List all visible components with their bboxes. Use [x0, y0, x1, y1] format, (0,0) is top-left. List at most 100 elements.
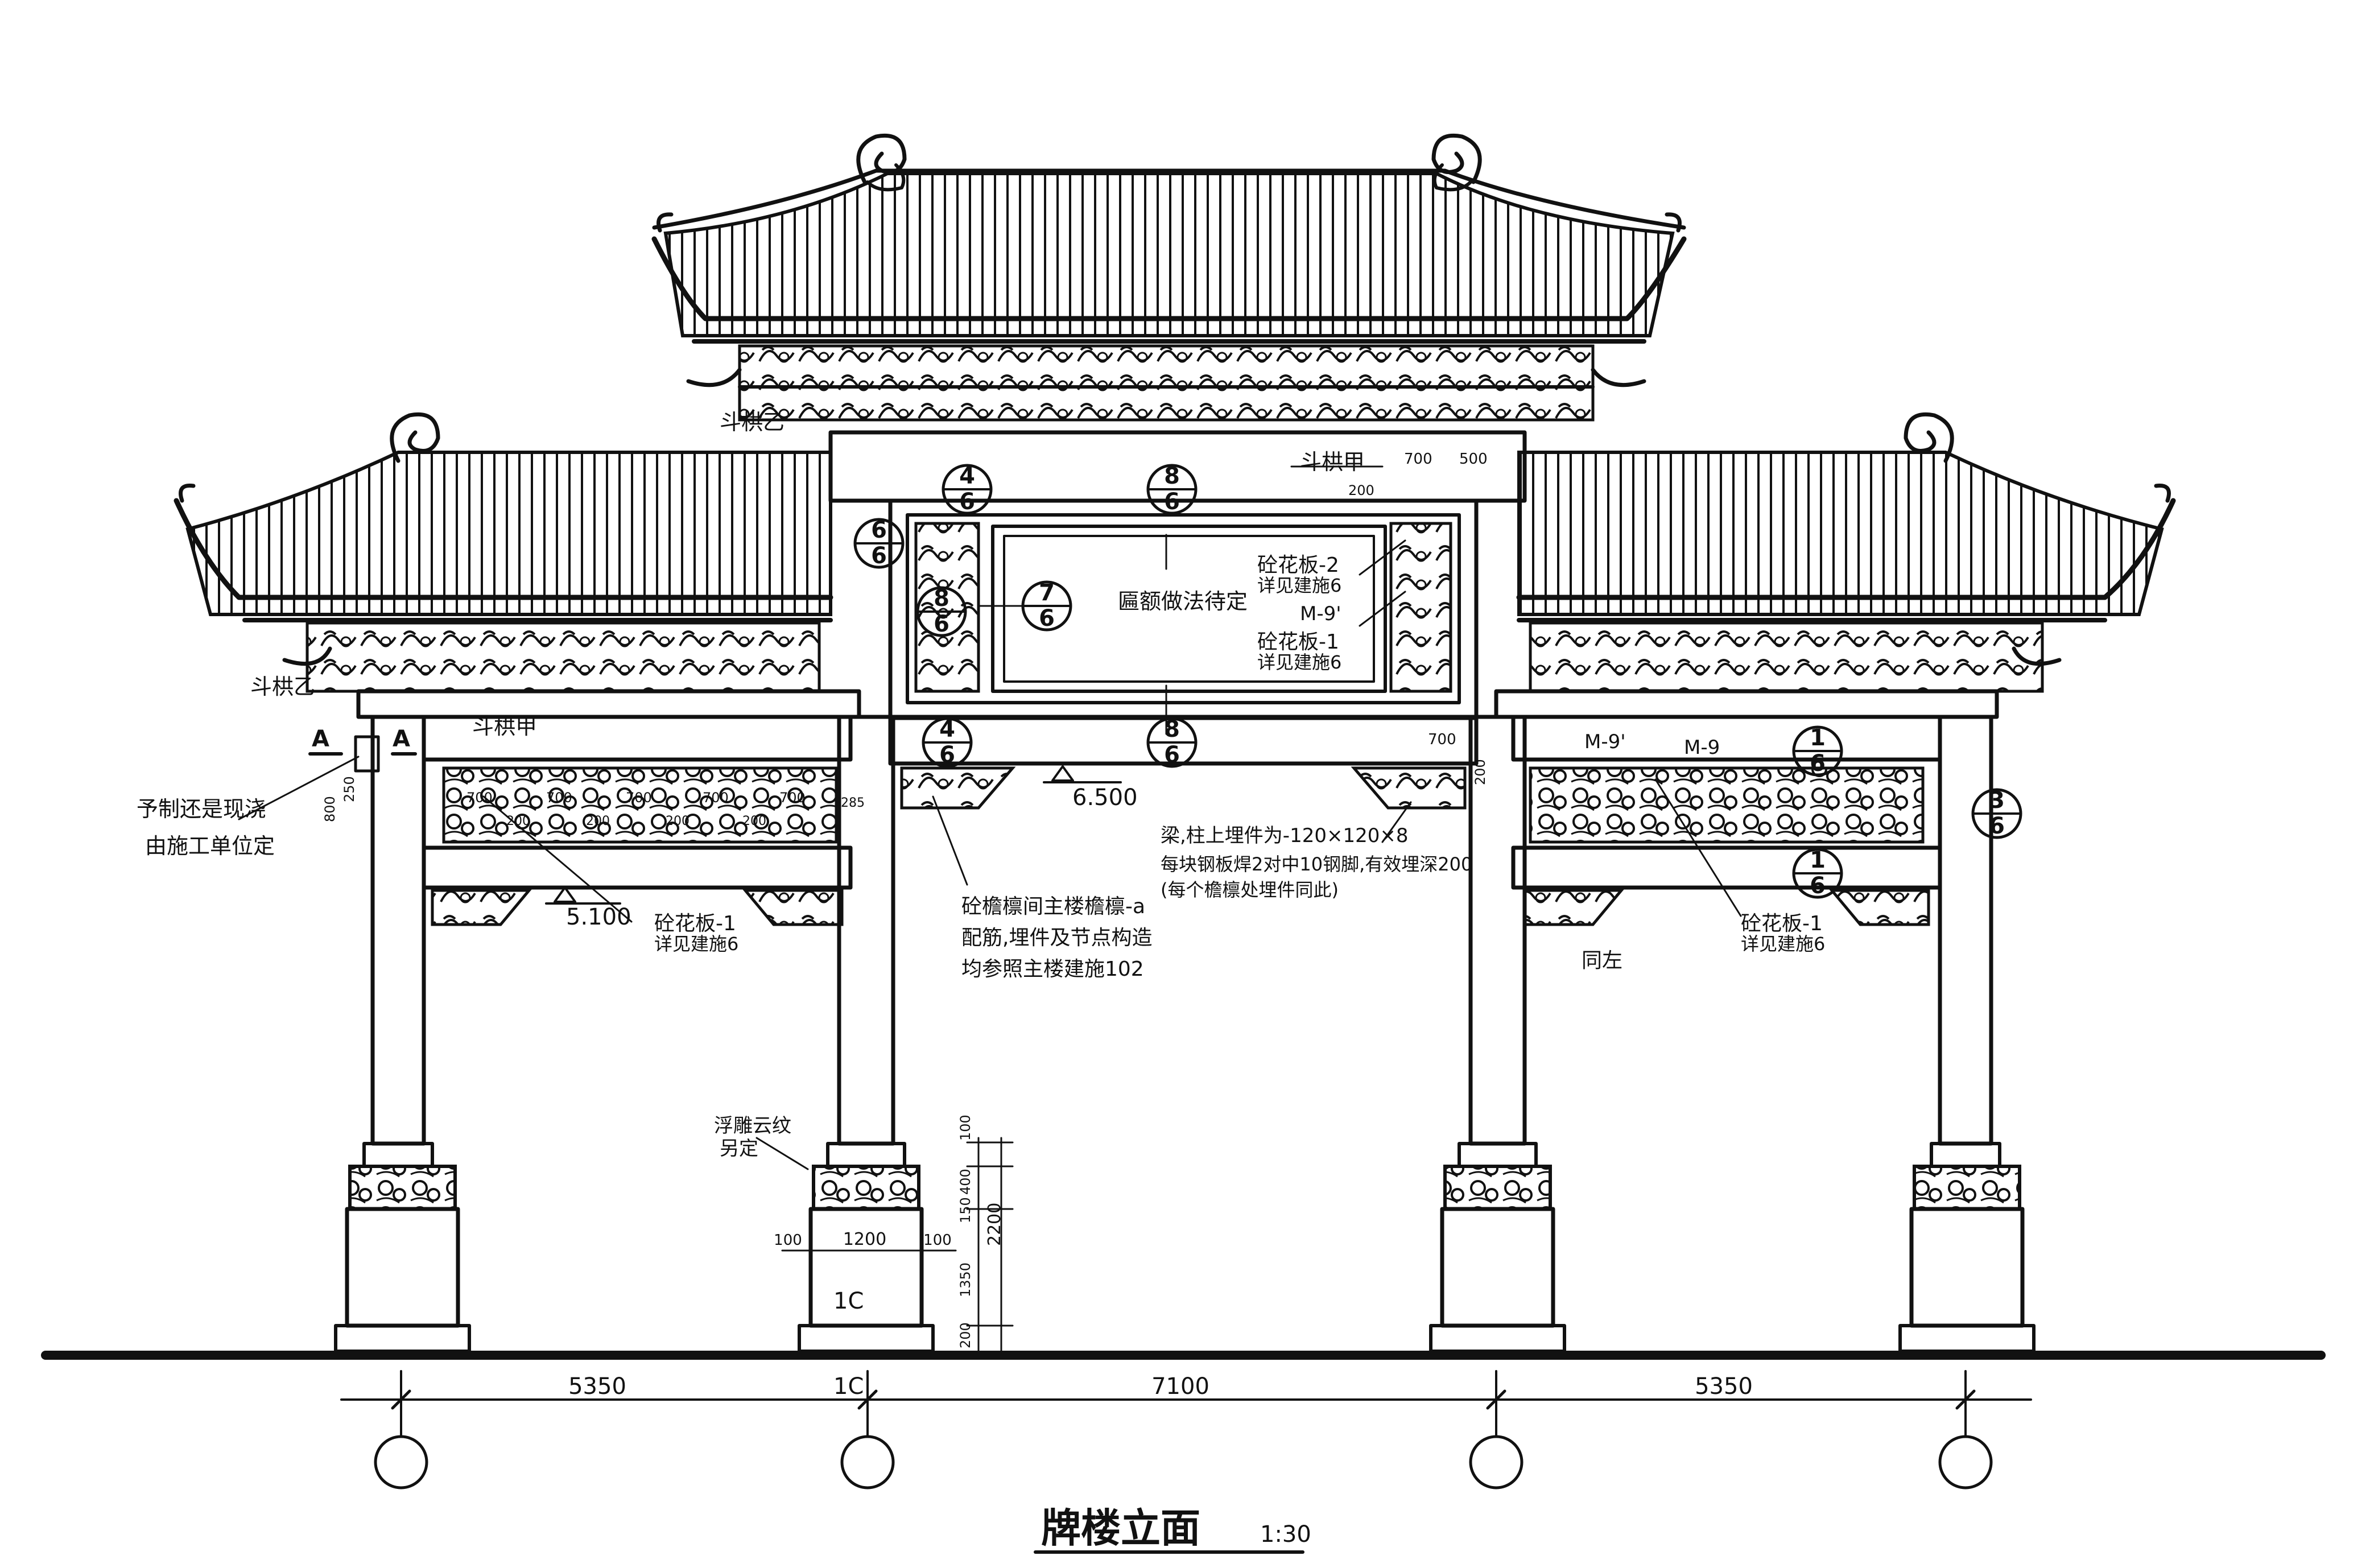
detail-callout: 8 6 — [1146, 463, 1198, 515]
column-1 — [334, 715, 471, 1353]
label-carved-panel-2: 砼花板-2 — [1257, 554, 1339, 577]
axis-bubbles — [374, 1435, 1993, 1489]
left-roof-ridge-ornament — [390, 412, 440, 463]
column-4 — [1898, 715, 2036, 1353]
main-roof — [651, 168, 1687, 344]
dim-right-small: 200 — [1472, 759, 1488, 785]
left-spandrels — [431, 889, 844, 926]
label-m9-right-a: M-9' — [1584, 731, 1626, 753]
left-roof — [174, 451, 833, 622]
dim-panel-gap-3: 200 — [666, 814, 690, 828]
dim-left-side-b: 800 — [322, 796, 338, 822]
callout-c3-den: 6 — [871, 543, 887, 569]
detail-callout: 7 6 — [1021, 580, 1072, 632]
dim-height-a: 100 — [957, 1115, 973, 1141]
main-roof-ridge-ornament-right — [1431, 133, 1482, 192]
dim-height-total: 2200 — [985, 1203, 1005, 1246]
dimension-labels: 5350 7100 5350 1200 100 100 2200 100 400… — [322, 451, 1753, 1400]
right-roof-ridge-ornament — [1904, 412, 1954, 463]
column-2 — [798, 715, 935, 1353]
callout-c10-den: 6 — [1810, 873, 1826, 899]
label-plaque-note: 匾额做法待定 — [1118, 589, 1248, 614]
callout-c7-den: 6 — [1164, 742, 1180, 768]
label-carved-panel-1-center-ref: 详见建施6 — [1257, 651, 1341, 673]
label-carved-panel-1-right-ref: 详见建施6 — [1741, 933, 1825, 955]
label-column-mark-lower: 1C — [833, 1373, 864, 1400]
section-mark-label-left: A — [312, 726, 329, 752]
dim-top-gap-a: 700 — [1404, 451, 1432, 468]
dim-panel-w-4: 700 — [703, 790, 729, 806]
title-text: 牌楼立面 — [1041, 1505, 1200, 1552]
section-mark-label-right: A — [393, 726, 410, 752]
detail-callout: 1 6 — [1792, 847, 1843, 899]
dim-panel-gap-4: 200 — [742, 814, 766, 828]
dim-panel-end: 285 — [841, 796, 865, 810]
dim-height-c: 150 — [957, 1197, 973, 1223]
label-carved-panel-2-ref: 详见建施6 — [1257, 575, 1341, 596]
main-dougong-brackets — [686, 344, 1646, 422]
callout-c8-num: 1 — [1810, 725, 1826, 751]
label-carved-panel-1-left: 砼花板-1 — [654, 912, 736, 935]
callout-c3-num: 6 — [871, 517, 887, 543]
dim-panel-w-5: 700 — [779, 790, 806, 806]
plaque — [991, 525, 1387, 693]
detail-callout: 4 6 — [942, 463, 993, 515]
elevation-marker-main: 6.500 — [1043, 765, 1138, 811]
dim-panel-gap-2: 200 — [586, 814, 610, 828]
leader-lines — [238, 465, 1742, 1170]
plaque-side-panels — [914, 522, 1452, 693]
label-dougong-yi-top: 斗栱乙 — [720, 410, 785, 435]
dim-pedestal-side: 100 — [774, 1232, 802, 1249]
dim-right-gap: 700 — [1428, 731, 1456, 748]
left-dougong-brackets — [282, 621, 821, 693]
elevation-side-label: 5.100 — [566, 904, 631, 930]
callout-c1-num: 4 — [959, 463, 975, 489]
main-roof-ridge-ornament-left — [856, 133, 907, 192]
label-m9-right-b: M-9 — [1684, 736, 1720, 759]
detail-callout: 1 6 — [1792, 725, 1843, 777]
elevation-main-label: 6.500 — [1072, 785, 1138, 811]
callout-c8-den: 6 — [1810, 750, 1826, 777]
label-same-left: 同左 — [1582, 949, 1622, 972]
central-frame — [828, 430, 1527, 766]
pedestal-dimension-lines — [781, 1137, 1014, 1352]
left-carved-panels — [442, 766, 838, 844]
callout-c2-den: 6 — [1164, 489, 1180, 515]
callout-c10-num: 1 — [1810, 847, 1826, 873]
dim-panel-w-2: 700 — [546, 790, 572, 806]
axis-dimension-line — [340, 1370, 2032, 1438]
dim-bay-left: 5350 — [568, 1373, 626, 1400]
dim-height-e: 200 — [957, 1322, 973, 1348]
dim-bay-right: 5350 — [1695, 1373, 1753, 1400]
label-eave-note-3: 均参照主楼建施102 — [961, 958, 1144, 981]
callout-c9-den: 6 — [1989, 813, 2005, 839]
right-carved-panels — [1529, 766, 1925, 844]
callout-c9-num: 3 — [1989, 787, 2005, 814]
callout-c5-den: 6 — [934, 611, 949, 637]
annotation-labels: 斗栱乙 斗栱甲 斗栱乙 斗栱甲 匾额做法待定 砼花板-2 详见建施6 M-9' … — [137, 410, 1825, 1400]
label-eave-note-2: 配筋,埋件及节点构造 — [961, 926, 1152, 950]
label-eave-note-1: 砼檐檩间主楼檐檩-a — [961, 895, 1145, 918]
callout-c7-num: 8 — [1164, 716, 1180, 742]
label-relief-note-1: 浮雕云纹 — [714, 1115, 791, 1137]
callout-c4-den: 6 — [1039, 605, 1055, 632]
dim-top-gap-c: 200 — [1348, 482, 1374, 498]
label-beam-note-1: 梁,柱上埋件为-120×120×8 — [1161, 824, 1408, 847]
right-spandrels — [1523, 889, 1930, 926]
section-mark-a: A A — [308, 726, 417, 773]
label-m9-upper: M-9' — [1300, 603, 1341, 625]
label-carved-panel-1-center: 砼花板-1 — [1257, 630, 1339, 654]
dim-left-side-a: 250 — [341, 776, 357, 802]
callout-c5-num: 8 — [934, 585, 949, 612]
dim-height-d: 1350 — [957, 1262, 973, 1297]
callout-c4-num: 7 — [1039, 580, 1055, 606]
label-dougong-jia-top: 斗栱甲 — [1300, 449, 1365, 474]
column-3 — [1429, 715, 1566, 1353]
callout-c1-den: 6 — [959, 489, 975, 515]
label-precast-note-1: 予制还是现浇 — [137, 797, 266, 822]
dim-panel-w-1: 700 — [466, 790, 493, 806]
label-beam-note-2: 每块钢板焊2对中10钢脚,有效埋深200 — [1161, 853, 1472, 875]
dim-panel-gap-1: 200 — [506, 814, 530, 828]
detail-callout: 4 6 — [922, 716, 973, 768]
